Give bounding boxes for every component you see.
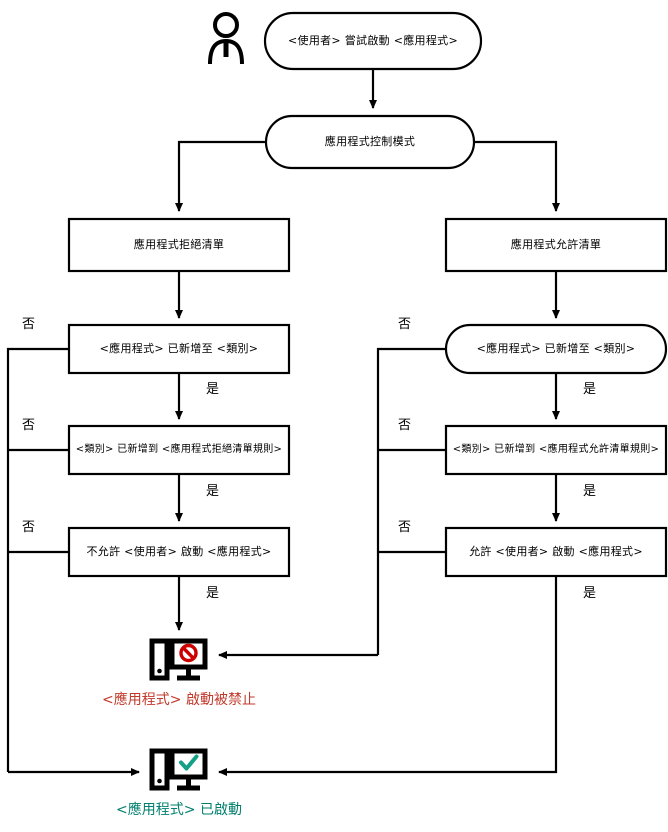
edge-allow-q3-yes-to-launched	[218, 576, 558, 776]
edge-label-allow-q1-yes: 是	[583, 382, 597, 397]
node-allow-q2-shape	[444, 424, 668, 476]
node-start-shape	[263, 11, 483, 71]
node-denylist-shape	[67, 217, 291, 273]
outcome-blocked-label: <應用程式> 啟動被禁止	[102, 692, 256, 708]
edge-allow-q1-no	[376, 347, 446, 655]
edge-deny-q1-no	[6, 347, 69, 772]
edge-label-allow-q2-no: 否	[398, 418, 412, 433]
edge-label-deny-q3-yes: 是	[206, 586, 220, 601]
edge-label-deny-q3-no: 否	[22, 520, 36, 535]
edge-label-deny-q2-no: 否	[22, 418, 36, 433]
user-person-icon	[208, 12, 244, 65]
node-deny-q3-shape	[67, 526, 291, 578]
edge-label-allow-q2-yes: 是	[583, 484, 597, 499]
node-deny-q2-shape	[67, 424, 291, 476]
node-mode-shape	[264, 114, 476, 170]
node-allowlist-shape	[444, 217, 668, 273]
node-deny-q1-shape	[67, 323, 291, 375]
edge-label-allow-q1-no: 否	[398, 317, 412, 332]
node-allow-q3-shape	[444, 526, 668, 578]
edge-label-allow-q3-yes: 是	[583, 586, 597, 601]
edge-mode-to-denylist	[175, 140, 266, 212]
edge-label-allow-q3-no: 否	[398, 520, 412, 535]
edge-label-deny-q1-no: 否	[22, 317, 36, 332]
outcome-launched-label: <應用程式> 已啟動	[116, 802, 242, 818]
edge-label-deny-q1-yes: 是	[206, 382, 220, 397]
monitor-allowed-icon	[149, 748, 208, 791]
monitor-blocked-icon	[149, 638, 208, 681]
edge-label-deny-q2-yes: 是	[206, 484, 220, 499]
node-allow-q1-shape	[444, 323, 668, 375]
edge-mode-to-allowlist	[474, 140, 560, 212]
